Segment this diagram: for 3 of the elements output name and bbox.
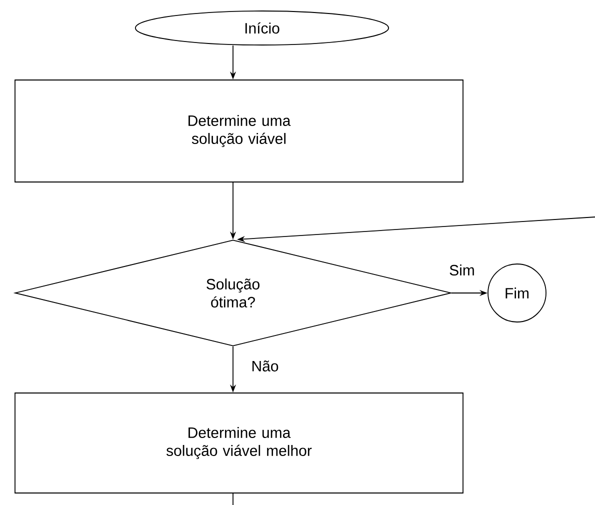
process-box: Determine uma solução viável melhor: [14, 392, 464, 494]
edge-label: Não: [250, 360, 280, 372]
process-box: Determine uma solução viável: [14, 80, 464, 182]
